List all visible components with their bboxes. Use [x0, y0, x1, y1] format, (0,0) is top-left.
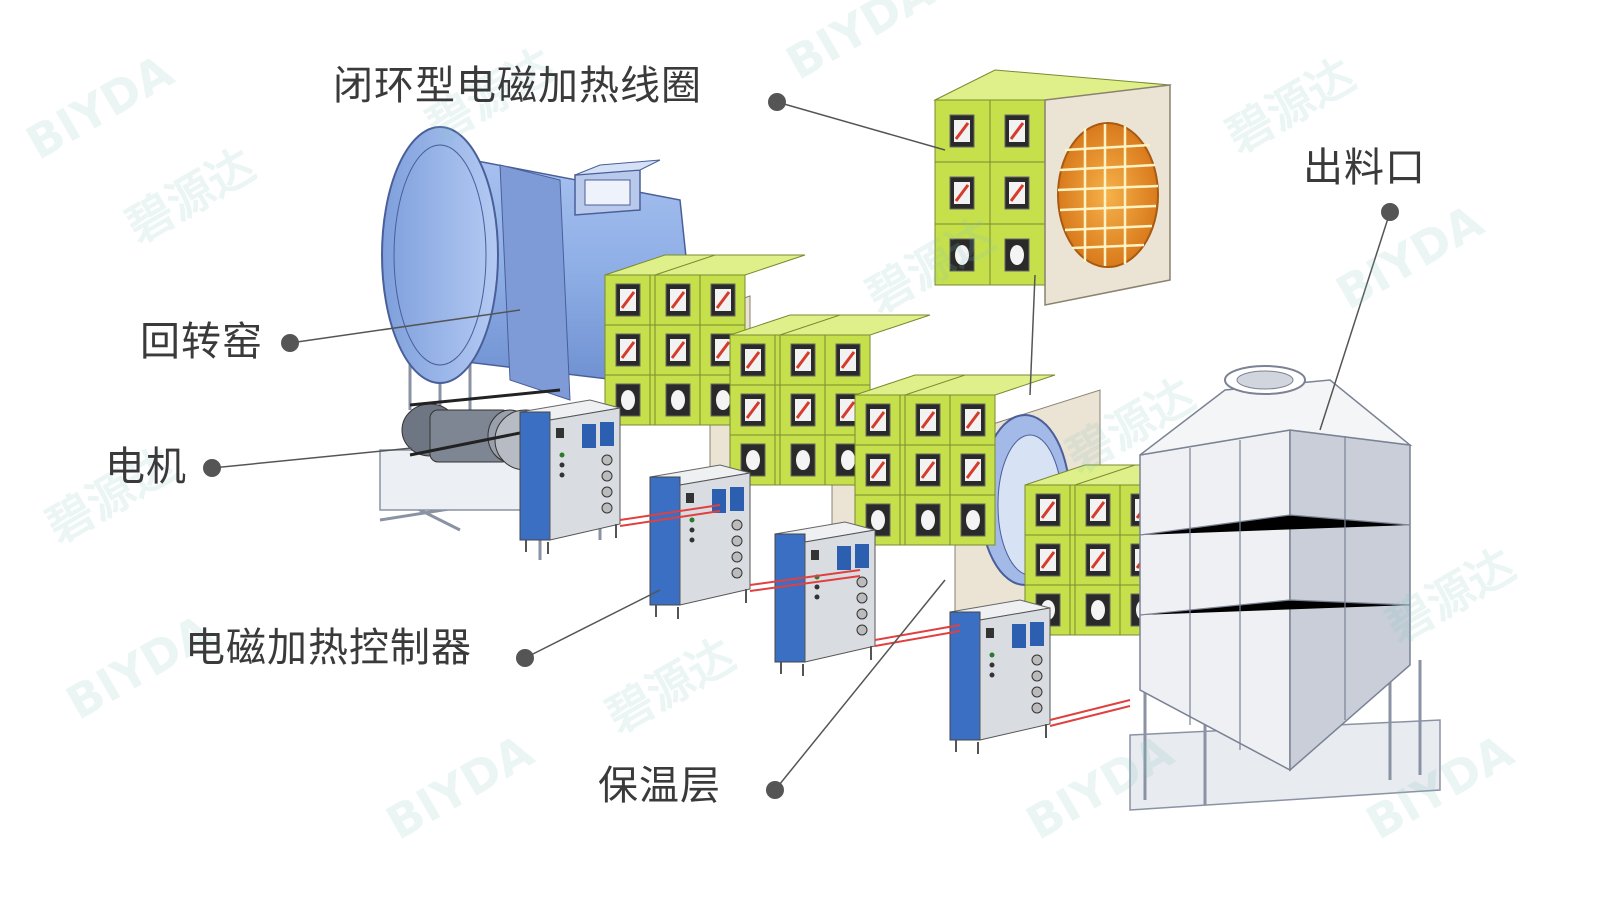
label-motor: 电机	[105, 444, 187, 490]
leader-lines	[211, 101, 1391, 791]
label-insulation: 保温层	[598, 763, 721, 809]
feed-hopper	[574, 159, 661, 216]
label-controller: 电磁加热控制器	[185, 625, 472, 671]
discharge-outlet	[1129, 365, 1441, 811]
label-outlet: 出料口	[1303, 145, 1426, 191]
label-closed-loop-coil: 闭环型电磁加热线圈	[333, 63, 702, 109]
label-rotary-kiln: 回转窑	[140, 319, 263, 365]
power-cables	[619, 504, 1131, 727]
leader-dots	[203, 93, 1399, 799]
closed-loop-coil-detail	[933, 69, 1172, 306]
